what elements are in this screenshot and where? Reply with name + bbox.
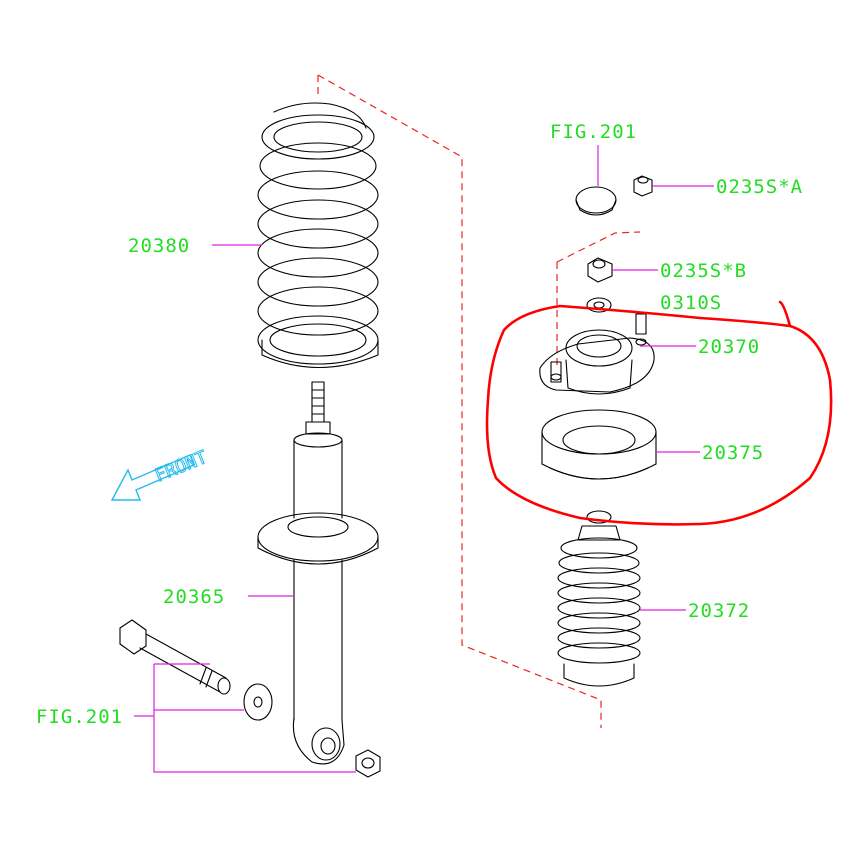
front-arrow-icon: FRONT	[110, 446, 211, 501]
assembly-guide-dashed	[317, 74, 641, 728]
leader-lines	[134, 145, 714, 773]
front-label: FRONT	[152, 447, 210, 487]
dust-cap	[575, 186, 617, 216]
shock-absorber	[257, 381, 379, 765]
dust-boot	[557, 510, 641, 687]
label-20365: 20365	[163, 586, 225, 608]
spring-seat	[541, 409, 657, 480]
part-labels: 20380 20365 FIG.201 0235S*A 0235S*B 0310…	[36, 121, 803, 728]
label-20375: 20375	[702, 442, 764, 464]
nut-b	[587, 257, 613, 283]
coil-spring	[257, 102, 379, 369]
label-0235s-b: 0235S*B	[660, 260, 747, 282]
upper-mount	[539, 313, 655, 395]
label-0235s-a: 0235S*A	[716, 176, 803, 198]
label-fig201-top: FIG.201	[550, 121, 637, 143]
label-0310s: 0310S	[660, 292, 722, 314]
label-fig201-bottom: FIG.201	[36, 706, 123, 728]
label-20370: 20370	[698, 336, 760, 358]
label-20380: 20380	[128, 235, 190, 257]
bolt-washer-nut	[119, 619, 381, 778]
nut-a	[633, 175, 653, 197]
highlight-circle	[485, 300, 833, 526]
label-20372: 20372	[688, 600, 750, 622]
